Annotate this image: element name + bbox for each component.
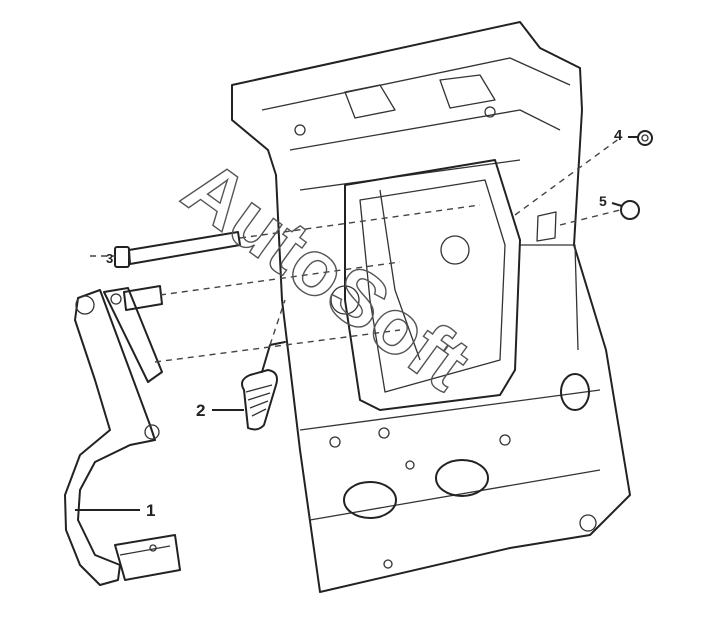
callout-2: 2 <box>196 401 205 420</box>
slot-opening <box>536 211 557 242</box>
top-ribs <box>294 74 496 136</box>
pedal-box-frame <box>330 159 521 411</box>
callout-4: 4 <box>614 127 623 144</box>
callout-3: 3 <box>106 251 113 266</box>
callout-5: 5 <box>599 193 607 209</box>
watermark-text: AutoSoft <box>168 143 486 408</box>
assembly-dash-lines <box>90 137 621 363</box>
pedal-arm <box>64 287 181 586</box>
lower-cutouts <box>329 373 597 569</box>
return-spring <box>241 341 286 431</box>
nut-part <box>637 130 653 146</box>
callout-1: 1 <box>146 501 155 520</box>
washer-part <box>620 200 640 220</box>
leader-lines <box>75 136 638 511</box>
pivot-bolt <box>114 231 241 311</box>
